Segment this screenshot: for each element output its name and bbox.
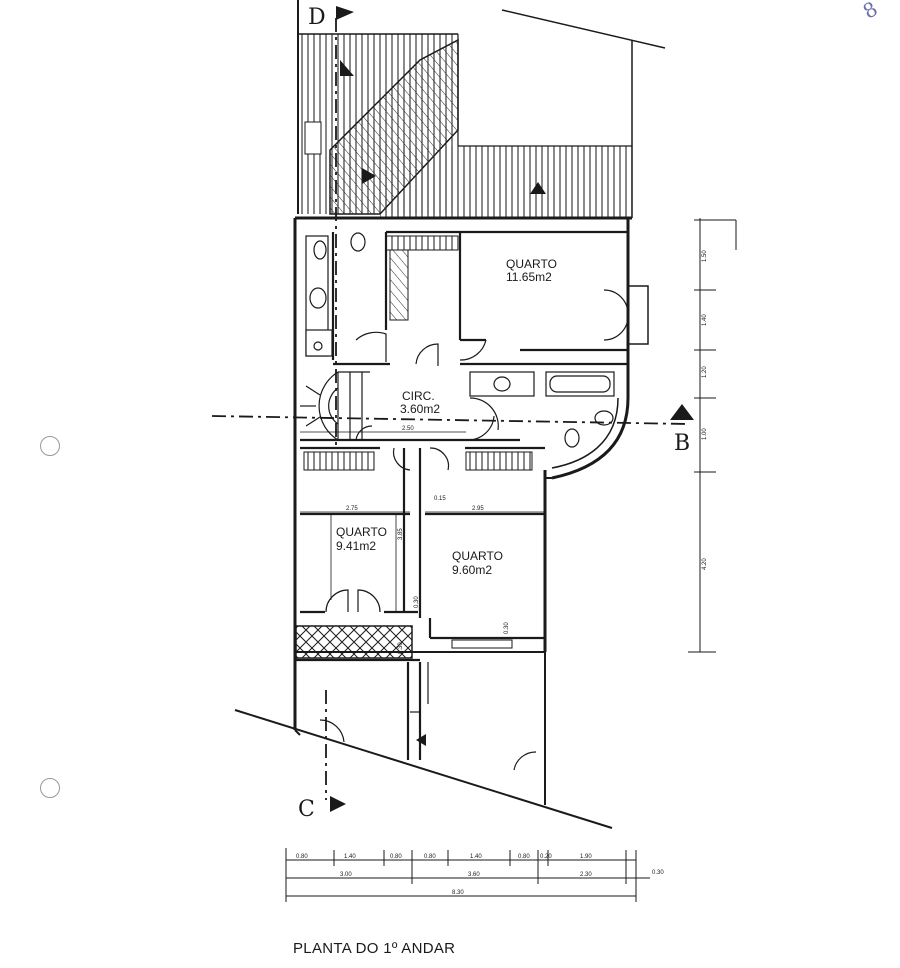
dimension-label: 1.20 (702, 366, 708, 378)
section-marker-c: C (298, 797, 315, 822)
dimension-label: 3.60 (468, 872, 480, 878)
room-area-bedroom-1: 11.65m2 (506, 270, 552, 284)
dimension-label: 1.40 (344, 854, 356, 860)
punch-hole-bottom (40, 778, 60, 798)
punch-hole-top (40, 436, 60, 456)
room-label-bedroom-3: QUARTO (452, 549, 503, 563)
interior-dimension-lines (300, 431, 545, 612)
dimension-label: 0.20 (540, 854, 552, 860)
drawing-title: PLANTA DO 1º ANDAR (293, 940, 456, 957)
dimension-label: 0.30 (414, 596, 420, 608)
terrace (297, 0, 666, 218)
toilet-icon (594, 410, 614, 426)
partitions (296, 230, 628, 760)
section-flag-c (330, 796, 346, 812)
room-area-bedroom-3: 9.60m2 (452, 563, 492, 577)
bottom-dimension-chain (285, 848, 650, 902)
section-marker-b: B (674, 431, 690, 456)
dimension-label: 0.80 (296, 854, 308, 860)
section-flag-b (670, 404, 694, 420)
dimension-label: 3.00 (340, 872, 352, 878)
dimension-label: 2.30 (580, 872, 592, 878)
dimension-label: 0.30 (504, 622, 510, 634)
balcony-railing (295, 625, 413, 659)
room-area-circulation: 3.60m2 (400, 402, 440, 416)
room-label-bedroom-1: QUARTO (506, 257, 557, 271)
dimension-label: 1.40 (702, 314, 708, 326)
washbasin-icon (493, 376, 511, 392)
terrace-right-deck (380, 146, 632, 218)
right-dimension-chain (688, 218, 737, 653)
spiral-stair (300, 371, 370, 441)
dimension-label: 3.85 (398, 528, 404, 540)
dimension-label: 0.15 (434, 496, 446, 502)
dimension-label: 1.90 (580, 854, 592, 860)
wardrobes (295, 235, 533, 659)
dimension-label: 8.30 (452, 890, 464, 896)
dimension-label: 1.50 (702, 250, 708, 262)
room-label-circulation: CIRC. (402, 389, 435, 403)
bidet-icon (350, 232, 366, 252)
dimension-label: 1.00 (702, 428, 708, 440)
dimension-label: 1.40 (470, 854, 482, 860)
dimension-label: 0.30 (652, 870, 664, 876)
dimension-label: 0.80 (390, 854, 402, 860)
dimension-label: 2.95 (472, 506, 484, 512)
washbasin-icon (309, 287, 327, 309)
room-area-bedroom-2: 9.41m2 (336, 539, 376, 553)
section-arrows (330, 6, 694, 812)
page-number-mark: 8 (859, 0, 882, 24)
dimension-label: 2.75 (346, 506, 358, 512)
dimension-label: 0.30 (398, 642, 404, 654)
section-marker-d: D (308, 5, 326, 30)
section-lines (211, 18, 691, 800)
dimension-label: 4.20 (702, 558, 708, 570)
dimension-label: 0.80 (424, 854, 436, 860)
toilet-icon (313, 240, 327, 260)
room-label-bedroom-2: QUARTO (336, 525, 387, 539)
dimension-label: 2.50 (402, 426, 414, 432)
bidet-icon (564, 428, 580, 448)
main-walls (234, 216, 632, 829)
dimension-label: 0.80 (518, 854, 530, 860)
section-flag-d (336, 6, 354, 20)
door-swings (319, 285, 649, 771)
bathroom-fixtures (305, 232, 615, 448)
